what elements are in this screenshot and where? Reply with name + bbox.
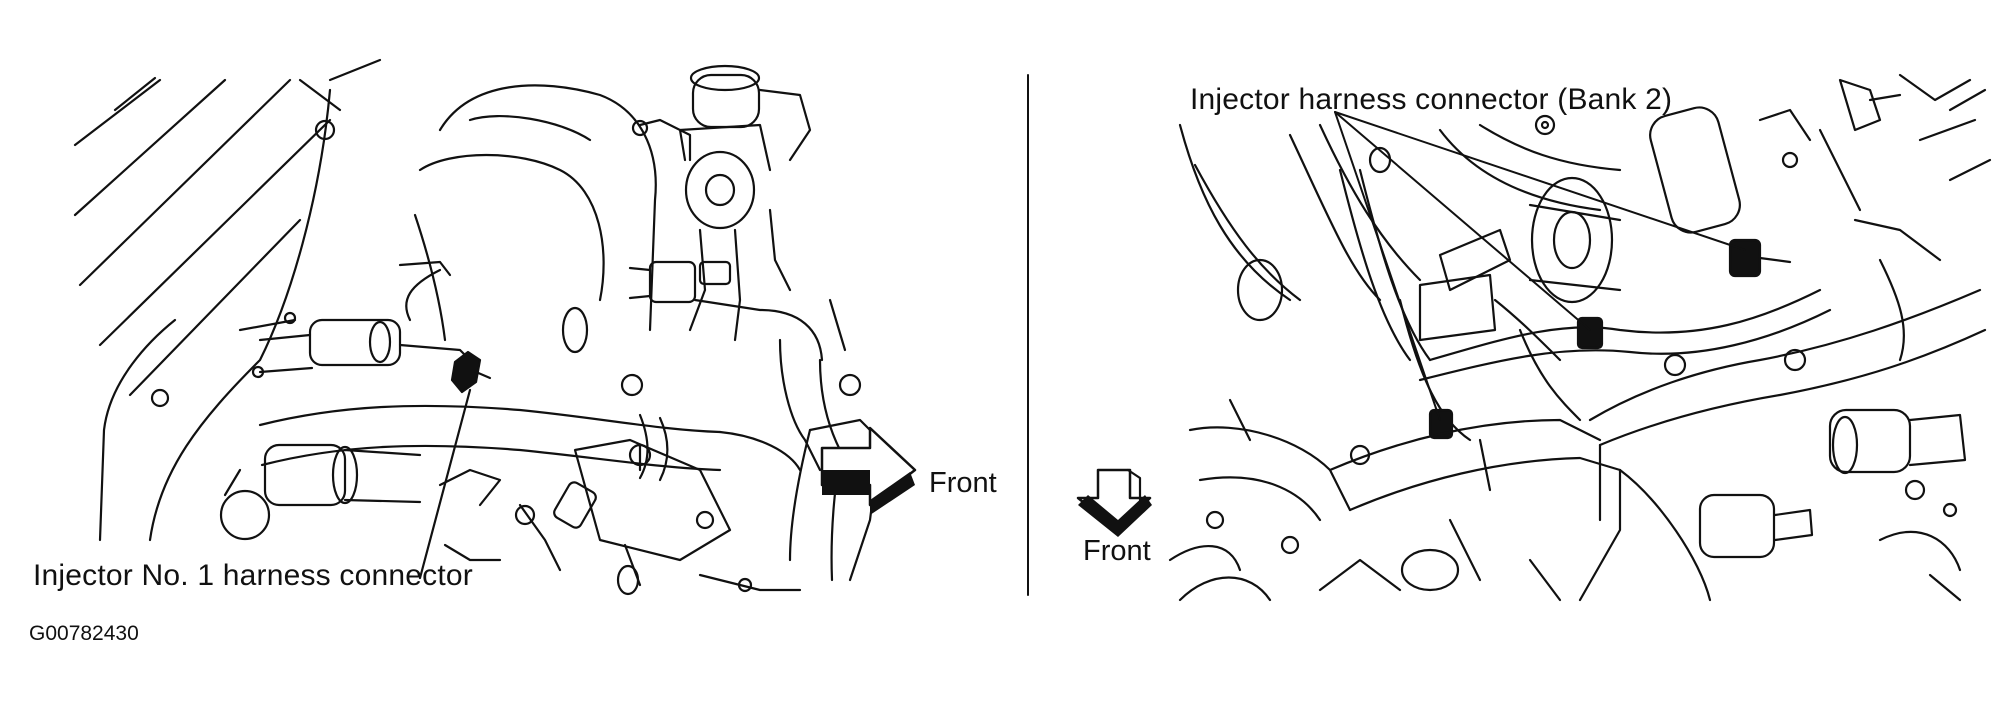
engine-block-right [1168,258,1987,602]
injector-no1-callout: Injector No. 1 harness connector [33,559,473,592]
front-label-right: Front [1083,535,1151,567]
harness-connector-icon [450,350,492,394]
harness-pipe-left [258,338,842,582]
plenum-right [1178,114,1622,322]
left-panel-drawing [73,58,917,596]
figure-id-label: G00782430 [29,622,139,645]
intake-plenum [413,84,657,397]
canister [1649,73,1992,234]
throttle-body-right [1418,176,1622,362]
leader-lines-right [1334,111,1746,421]
front-arrow-right-icon [820,426,917,515]
fender-hatch [73,76,342,397]
throttle-actuator [631,64,812,342]
fuel-rail-left [238,260,472,379]
front-label-left: Front [929,467,997,499]
leader-line-left [418,388,472,580]
front-arrow-down-icon [1076,468,1152,537]
solenoid [628,260,824,362]
lower-components [219,298,882,596]
right-panel-drawing [1168,73,1992,602]
injector-bank2-callout: Injector harness connector (Bank 2) [1190,83,1673,116]
